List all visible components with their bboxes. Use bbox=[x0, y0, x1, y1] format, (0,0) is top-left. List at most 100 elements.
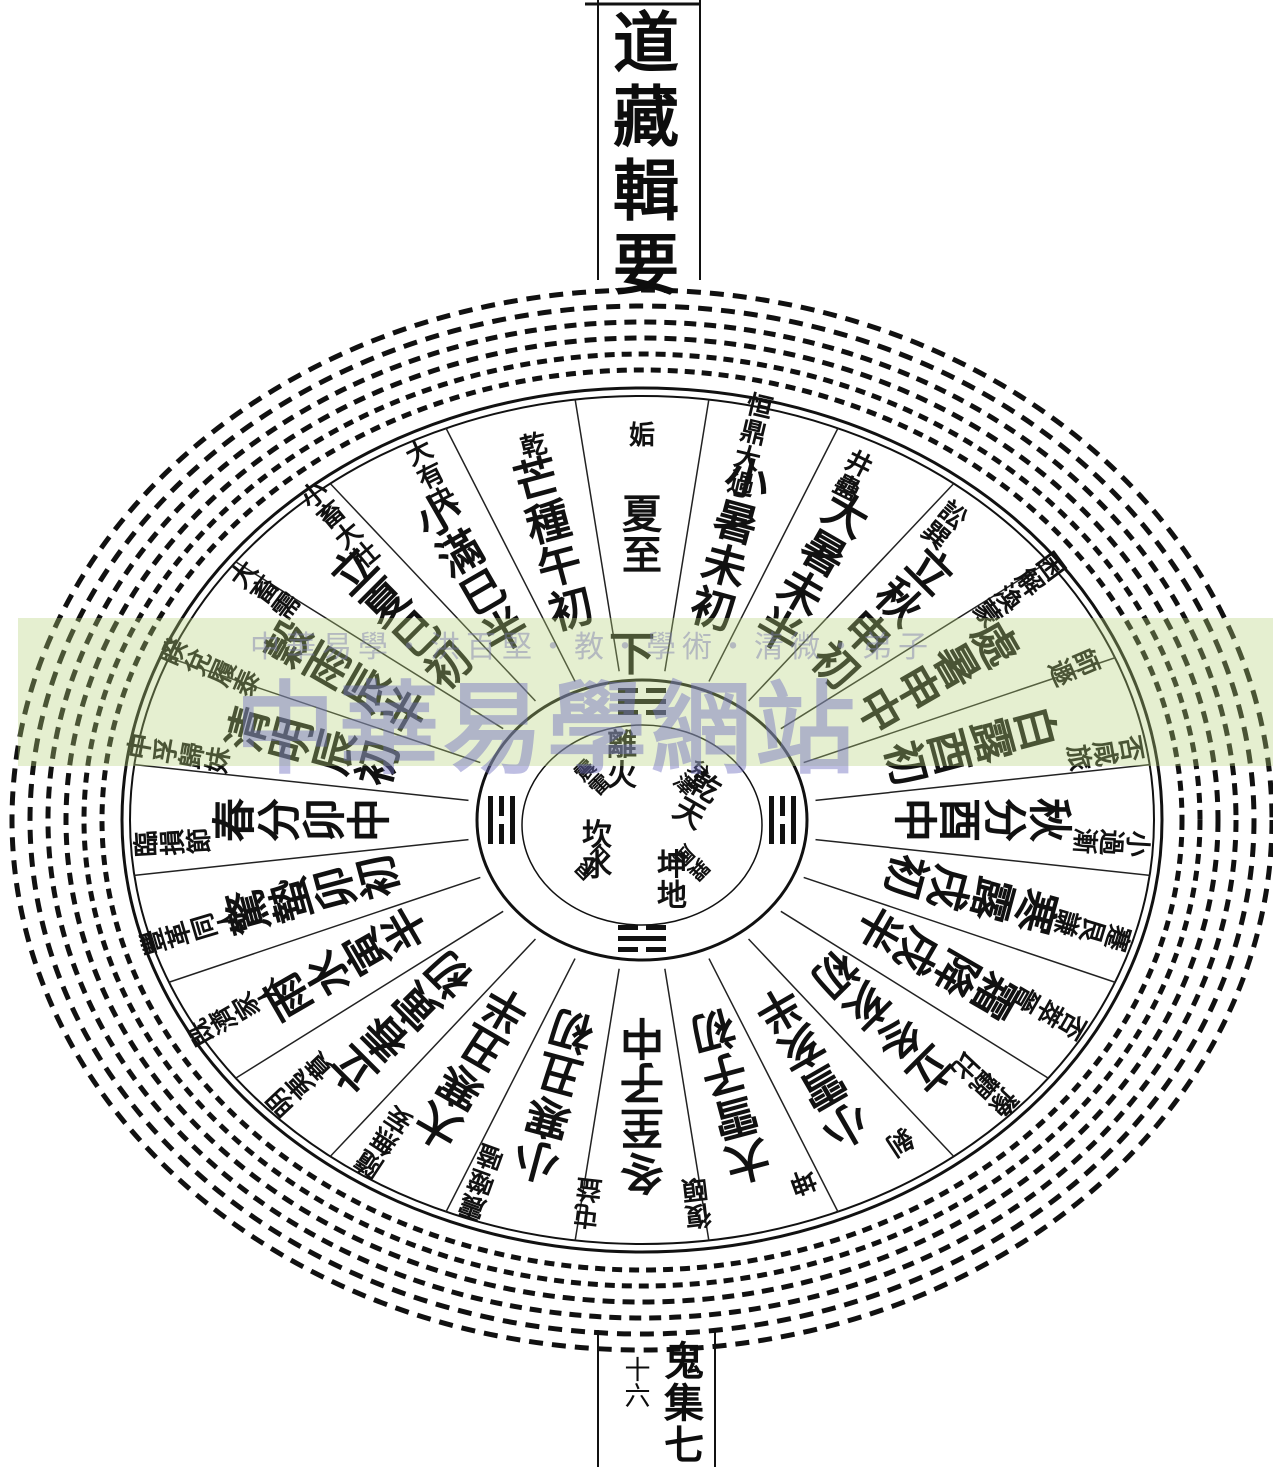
svg-text:損: 損 bbox=[158, 828, 189, 856]
hexagram-label: 臨損節 bbox=[131, 827, 215, 858]
spoke-line bbox=[664, 399, 710, 672]
svg-text:頤: 頤 bbox=[679, 1172, 709, 1205]
svg-text:至: 至 bbox=[622, 532, 662, 579]
page-number: 十六 bbox=[620, 1356, 650, 1408]
svg-text:否: 否 bbox=[1113, 733, 1147, 764]
spoke-line bbox=[235, 561, 504, 730]
svg-text:卯: 卯 bbox=[299, 798, 350, 842]
svg-text:離: 離 bbox=[607, 728, 637, 763]
trigram-mark bbox=[769, 796, 796, 844]
spoke-line bbox=[803, 876, 1116, 983]
spoke-line bbox=[574, 968, 620, 1241]
spoke-line bbox=[747, 483, 955, 702]
svg-text:酉: 酉 bbox=[934, 798, 985, 842]
watermark-band bbox=[18, 618, 1273, 766]
hexagram-label: 豫觀比 bbox=[944, 1046, 1022, 1122]
spine-lines bbox=[585, 0, 716, 1467]
hexagram-label: 明夷賁 bbox=[262, 1046, 340, 1122]
spoke-line bbox=[329, 938, 537, 1157]
trigram-mark bbox=[618, 925, 666, 952]
page-footer: 鬼集七 bbox=[657, 1340, 704, 1466]
svg-text:坤: 坤 bbox=[657, 848, 687, 883]
spoke-line bbox=[747, 938, 955, 1157]
hexagram-ring bbox=[99, 367, 1185, 1273]
svg-text:歸: 歸 bbox=[175, 740, 210, 771]
outer-border-ring-inner bbox=[129, 395, 1155, 1245]
hexagram-label: 姤 bbox=[629, 421, 655, 451]
spoke-line bbox=[664, 968, 710, 1241]
spoke-line bbox=[134, 763, 469, 802]
spoke-line bbox=[235, 910, 504, 1079]
spoke-line bbox=[803, 657, 1116, 764]
hexagram-label: 坤 bbox=[785, 1162, 820, 1199]
svg-text:中: 中 bbox=[124, 731, 158, 762]
center-trigram-circle: 下離火乾天坤地坎水兌澤巽風艮山震雷 bbox=[475, 627, 809, 962]
svg-text:孚: 孚 bbox=[150, 736, 184, 767]
hexagram-label: 隨無妄 bbox=[351, 1099, 418, 1183]
svg-text:中: 中 bbox=[344, 798, 395, 842]
center-circle bbox=[475, 678, 809, 962]
svg-text:小: 小 bbox=[1121, 830, 1152, 858]
spoke-line bbox=[445, 958, 576, 1213]
hexagram-ring bbox=[27, 303, 1257, 1337]
svg-text:火: 火 bbox=[607, 759, 637, 794]
trigram-mark bbox=[488, 796, 515, 844]
hexagram-ring bbox=[45, 319, 1239, 1321]
hexagram-label: 小過漸 bbox=[1068, 827, 1152, 858]
svg-text:春: 春 bbox=[210, 798, 261, 842]
svg-text:分: 分 bbox=[978, 798, 1029, 842]
spoke-line bbox=[574, 399, 620, 672]
svg-text:至: 至 bbox=[620, 1101, 664, 1152]
spoke-line bbox=[708, 958, 839, 1213]
watermark-logo-text: 中華易學網站 bbox=[235, 671, 859, 788]
page-title: 道藏輯要 bbox=[602, 8, 680, 304]
svg-text:初: 初 bbox=[544, 999, 600, 1060]
svg-text:咸: 咸 bbox=[1087, 738, 1121, 769]
svg-text:屯: 屯 bbox=[571, 1198, 600, 1231]
hexagram-label: 大畜需 bbox=[225, 555, 307, 625]
spoke-line bbox=[445, 427, 576, 682]
spoke-line bbox=[815, 838, 1150, 877]
hexagram-label: 剝 bbox=[881, 1121, 919, 1160]
svg-text:夏: 夏 bbox=[622, 491, 663, 538]
svg-text:坤: 坤 bbox=[785, 1162, 820, 1199]
svg-text:子: 子 bbox=[620, 1057, 664, 1108]
spoke-line bbox=[708, 427, 839, 682]
svg-text:節: 節 bbox=[183, 827, 215, 855]
svg-text:中: 中 bbox=[889, 798, 940, 842]
svg-text:旅: 旅 bbox=[1061, 742, 1095, 773]
svg-text:坎: 坎 bbox=[582, 818, 612, 853]
solar-term-label: 夏至 bbox=[622, 491, 663, 579]
spoke-line bbox=[329, 483, 537, 702]
watermark-line: 中華易學・洪百堅・教・學術・清微・弟子 bbox=[250, 630, 934, 665]
svg-text:妹: 妹 bbox=[202, 745, 236, 776]
spoke-line bbox=[815, 763, 1150, 802]
trigram-name: 坎水 bbox=[582, 818, 613, 884]
svg-text:水: 水 bbox=[582, 849, 613, 884]
svg-text:分: 分 bbox=[255, 798, 306, 842]
svg-text:初: 初 bbox=[875, 848, 936, 904]
svg-text:臨: 臨 bbox=[131, 830, 162, 858]
svg-text:地: 地 bbox=[657, 879, 687, 914]
spoke-line bbox=[780, 561, 1049, 730]
spoke-line bbox=[780, 910, 1049, 1079]
svg-text:過: 過 bbox=[1095, 828, 1127, 857]
svg-text:中: 中 bbox=[620, 1012, 664, 1063]
concentric-rings bbox=[9, 287, 1273, 1353]
spoke-line bbox=[168, 657, 481, 764]
svg-text:初: 初 bbox=[349, 848, 410, 904]
hexagram-label: 復頤 bbox=[679, 1172, 713, 1232]
center-top-char: 下 bbox=[609, 627, 655, 681]
svg-text:剝: 剝 bbox=[881, 1121, 919, 1160]
hexagram-ring bbox=[9, 287, 1273, 1353]
hexagram-ring bbox=[63, 335, 1221, 1305]
